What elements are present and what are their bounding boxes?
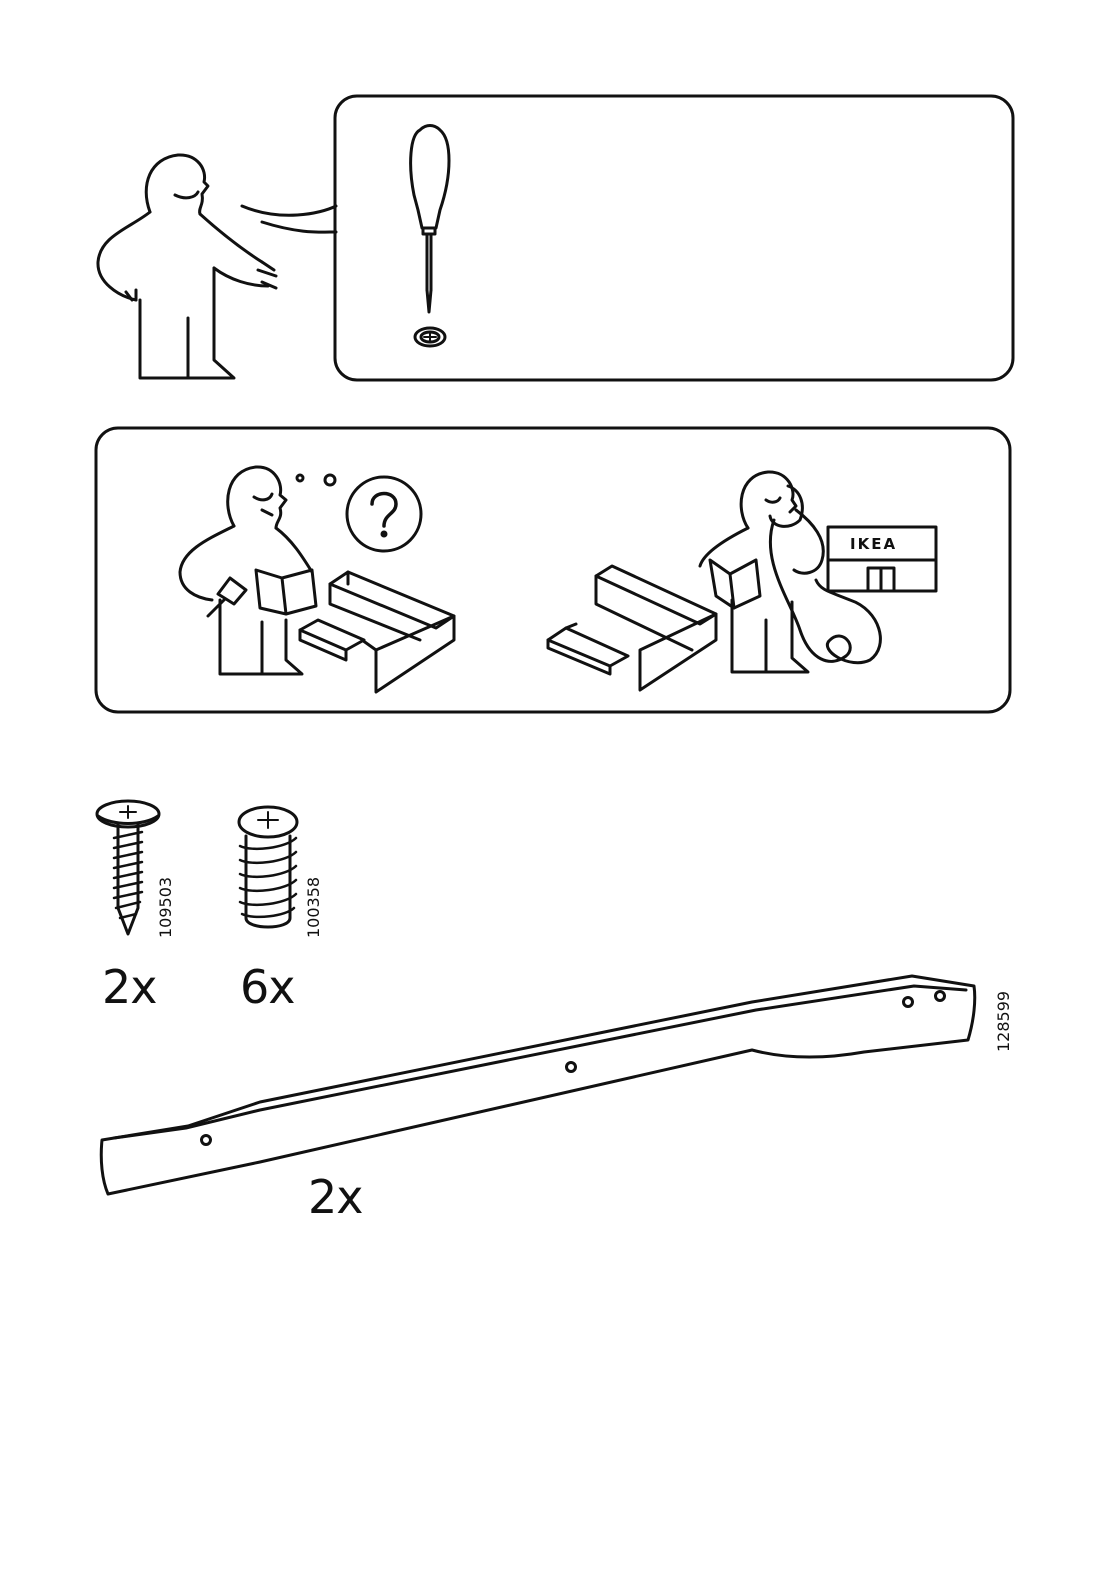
tool-callout-panel [242, 96, 1013, 380]
callout-tail-bottom [262, 222, 336, 232]
help-panel [96, 428, 1010, 712]
phoning-figure [700, 472, 880, 672]
pointing-figure [98, 155, 276, 378]
quantity-rail: 2x [308, 1174, 363, 1220]
part-number-screw-small: 109503 [156, 877, 175, 938]
help-panel-box [96, 428, 1010, 712]
store-sign-label: IKEA [850, 535, 897, 553]
callout-tail-top [242, 206, 336, 215]
wood-screw-icon [97, 801, 159, 934]
confused-figure [180, 467, 421, 674]
phillips-screwdriver-icon [411, 126, 449, 347]
part-number-rail: 128599 [994, 991, 1013, 1052]
part-number-screw-large: 100358 [304, 877, 323, 938]
metal-rail-icon [101, 976, 975, 1194]
wooden-boards-right [548, 566, 716, 690]
coarse-screw-icon [239, 807, 297, 927]
quantity-screw-large: 6x [240, 964, 295, 1010]
quantity-screw-small: 2x [102, 964, 157, 1010]
wooden-boards-left [300, 572, 454, 692]
